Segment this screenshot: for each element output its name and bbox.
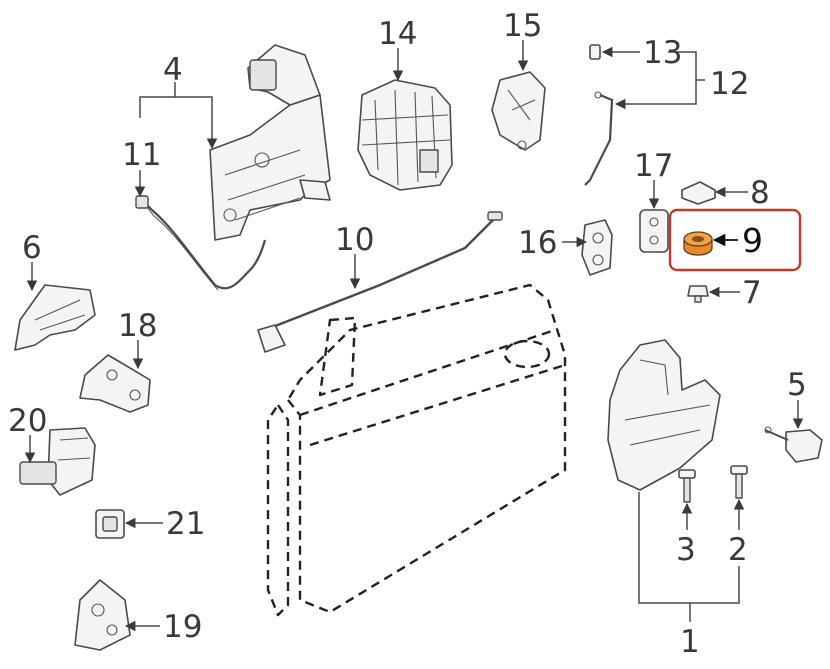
label-10: 10 — [335, 222, 374, 258]
part-7-screw — [687, 285, 709, 303]
part-9-grommet — [683, 231, 713, 256]
label-6: 6 — [22, 230, 42, 266]
part-17-plate — [639, 209, 669, 253]
part-6-cover — [14, 284, 96, 351]
label-8: 8 — [750, 175, 770, 211]
part-16-striker — [581, 219, 613, 276]
part-1-outer-handle — [607, 339, 721, 491]
label-16: 16 — [518, 225, 557, 261]
part-19-hinge — [74, 579, 131, 651]
label-3: 3 — [676, 532, 696, 568]
label-17: 17 — [634, 148, 673, 184]
label-21: 21 — [166, 506, 205, 542]
label-5: 5 — [787, 367, 807, 403]
label-20: 20 — [8, 403, 47, 439]
part-18-bracket — [79, 354, 151, 413]
label-19: 19 — [163, 609, 202, 645]
part-15-bracket — [491, 71, 546, 151]
part-10-rod — [257, 211, 503, 353]
part-4-lock-carrier — [209, 44, 331, 241]
part-9-highlight-frame — [668, 208, 802, 272]
part-5-lock-cylinder — [764, 426, 823, 463]
door-panel-outline — [266, 283, 567, 617]
part-3-bolt — [678, 469, 696, 503]
label-12: 12 — [710, 66, 749, 102]
label-9: 9 — [742, 221, 763, 260]
label-11: 11 — [122, 137, 161, 173]
part-8-clip-nut — [681, 181, 716, 205]
part-12-lock-rod — [584, 91, 614, 186]
part-14-lock-actuator — [357, 79, 453, 191]
label-2: 2 — [728, 532, 748, 568]
part-21-clip — [95, 509, 125, 539]
label-13: 13 — [643, 35, 682, 71]
label-14: 14 — [378, 16, 417, 52]
part-13-pin — [589, 44, 601, 60]
label-1: 1 — [680, 624, 700, 660]
callout-labels: 1 2 3 4 5 6 7 8 9 10 11 12 13 14 15 16 1… — [8, 8, 807, 660]
part-2-bolt — [730, 465, 748, 499]
label-15: 15 — [503, 8, 542, 44]
label-18: 18 — [118, 308, 157, 344]
label-7: 7 — [742, 275, 762, 311]
label-4: 4 — [163, 52, 183, 88]
part-20-door-check — [19, 427, 96, 496]
leader-lines — [24, 40, 804, 632]
